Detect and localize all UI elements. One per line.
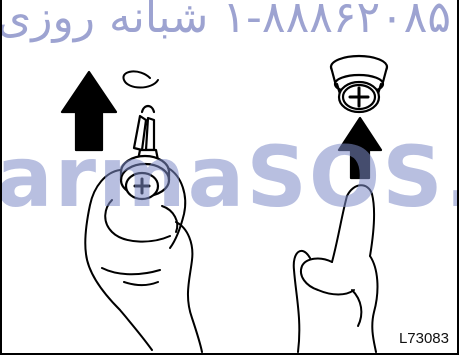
clip-cap-icon (331, 56, 387, 112)
figure-code: L73083 (399, 330, 449, 347)
retaining-ring-icon (123, 71, 158, 87)
watermark-site-text: armaSOS.co (0, 128, 459, 226)
watermark-phone-text: ۱-۸۸۸۶۲۰۸۵ شبانه روزی: (0, 0, 451, 43)
